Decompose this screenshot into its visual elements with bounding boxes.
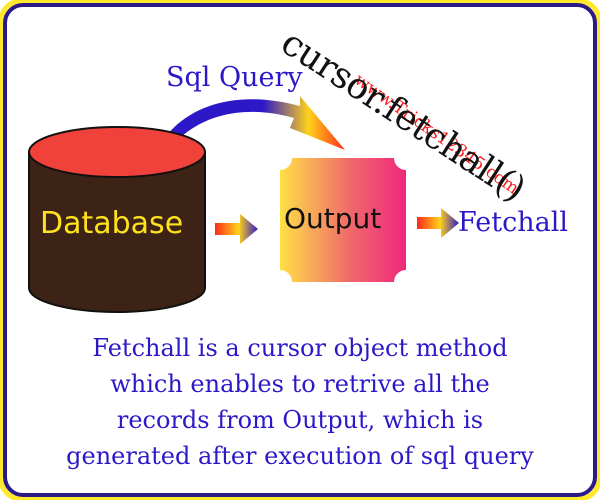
description-line: records from Output, which is bbox=[116, 406, 484, 434]
database-cylinder-body bbox=[28, 151, 206, 313]
database-cylinder-top bbox=[28, 126, 206, 178]
description-line: which enables to retrive all the bbox=[110, 370, 490, 398]
sql-query-label: Sql Query bbox=[166, 62, 303, 93]
frame-border bbox=[3, 3, 597, 497]
output-label: Output bbox=[284, 202, 382, 235]
description-line: Fetchall is a cursor object method bbox=[92, 334, 508, 362]
database-label: Database bbox=[40, 206, 184, 241]
database-cylinder bbox=[28, 126, 206, 313]
description-text: Fetchall is a cursor object method which… bbox=[20, 330, 580, 474]
description-line: generated after execution of sql query bbox=[66, 442, 534, 470]
query-curve-arrow bbox=[163, 96, 345, 150]
output-shape bbox=[280, 158, 406, 282]
arrow-output-to-fetchall bbox=[417, 208, 459, 238]
arrow-db-to-output bbox=[215, 214, 258, 244]
fetchall-label: Fetchall bbox=[458, 207, 568, 238]
